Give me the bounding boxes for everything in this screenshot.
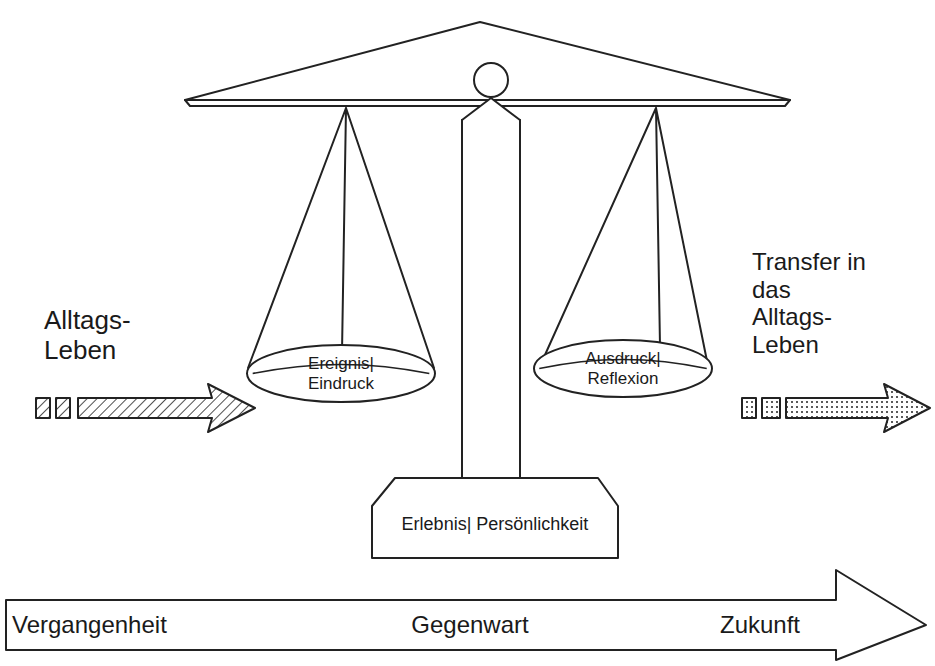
- left-pan: Ereignis| Eindruck: [245, 343, 437, 404]
- node-text: Erlebnis| Persönlichkeit: [400, 514, 590, 535]
- arrow-block: [742, 398, 756, 418]
- scale-knob: [474, 63, 508, 97]
- right-pan: Ausdruck| Reflexion: [532, 338, 714, 399]
- arrow-block: [762, 398, 780, 418]
- node-text: Zukunft: [720, 610, 800, 640]
- post-tip: [462, 98, 520, 120]
- pan-strings: [248, 108, 434, 368]
- timeline-arrow-shape: [6, 570, 926, 660]
- input-arrow: [78, 384, 255, 432]
- right-pan-shape: [534, 340, 712, 397]
- arrow-block: [36, 398, 50, 418]
- left-pan-shape: [247, 345, 435, 402]
- flow-label: Alltags- Leben: [44, 306, 169, 366]
- output-arrow: [786, 384, 930, 432]
- node-text: Gegenwart: [411, 610, 528, 640]
- pan-strings: [540, 108, 708, 366]
- flow-label: Transfer in das Alltags- Leben: [752, 248, 870, 358]
- node-text: Ausdruck| Reflexion: [563, 349, 683, 388]
- scale-base: Erlebnis| Persönlichkeit: [370, 476, 620, 560]
- timeline-arrow: Vergangenheit Gegenwart Zukunft: [4, 566, 932, 664]
- beam-roof: [185, 22, 790, 100]
- node-text: Ereignis| Eindruck: [281, 354, 401, 393]
- post: [462, 120, 520, 479]
- scale-base-shape: [372, 478, 618, 558]
- arrow-block: [56, 398, 70, 418]
- node-text: Vergangenheit: [12, 610, 167, 640]
